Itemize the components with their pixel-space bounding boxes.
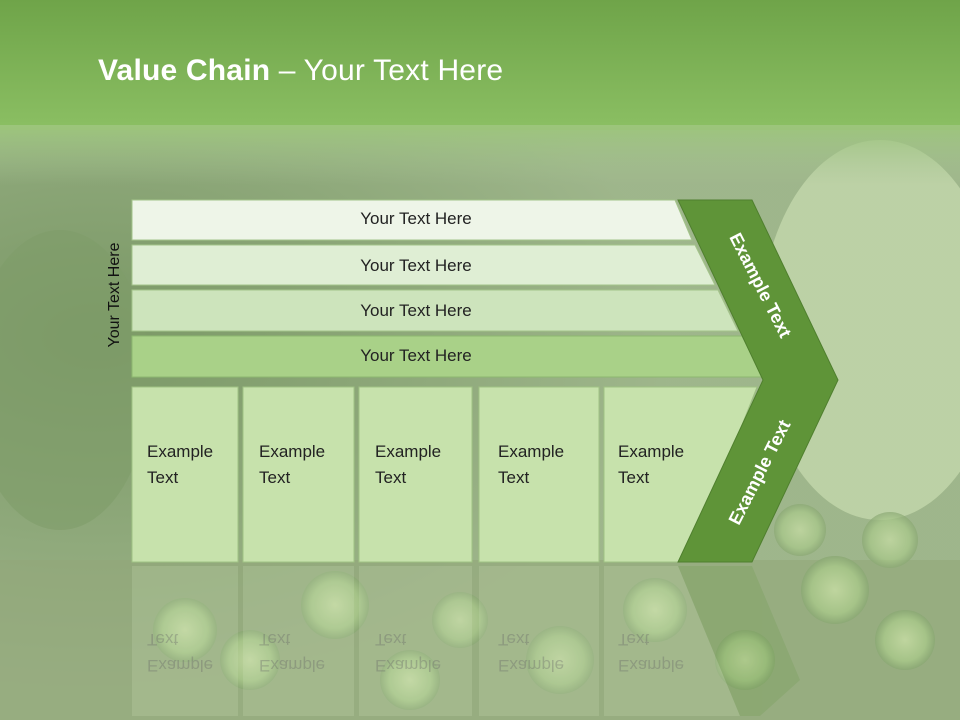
cell-line1: Example	[147, 442, 214, 461]
cell-line2: Text	[259, 468, 291, 487]
cell-line2: Text	[375, 468, 407, 487]
refl-line2: Text	[618, 630, 650, 649]
refl-line2: Text	[375, 630, 407, 649]
refl-line1: Example	[259, 656, 326, 675]
refl-line1: Example	[147, 656, 214, 675]
refl-line1: Example	[375, 656, 442, 675]
cell-line2: Text	[498, 468, 530, 487]
row-bar-3	[131, 289, 739, 332]
reflection-text-1: Example Text	[147, 626, 213, 678]
refl-line2: Text	[147, 630, 179, 649]
cell-line1: Example	[375, 442, 442, 461]
title-rest: – Your Text Here	[270, 54, 504, 87]
row-label-3: Your Text Here	[360, 301, 472, 320]
cell-text-5: Example Text	[618, 439, 684, 491]
row-label-4: Your Text Here	[360, 346, 472, 365]
cell-text-3: Example Text	[375, 439, 441, 491]
cell-box-4	[478, 386, 600, 563]
cell-text-1: Example Text	[147, 439, 213, 491]
row-bar-2	[131, 244, 716, 286]
cell-line2: Text	[618, 468, 650, 487]
cell-text-4: Example Text	[498, 439, 564, 491]
side-label: Your Text Here	[106, 242, 123, 348]
row-bar-1	[131, 199, 693, 241]
reflection-text-4: Example Text	[498, 626, 564, 678]
reflection	[132, 566, 800, 716]
refl-line2: Text	[259, 630, 291, 649]
cell-line2: Text	[147, 468, 179, 487]
cell-text-2: Example Text	[259, 439, 325, 491]
refl-line1: Example	[498, 656, 565, 675]
reflection-text-2: Example Text	[259, 626, 325, 678]
slide-title: Value Chain – Your Text Here	[98, 54, 503, 88]
chevron-arrow	[677, 199, 839, 563]
refl-line2: Text	[498, 630, 530, 649]
title-bold: Value Chain	[98, 54, 271, 87]
row-label-1: Your Text Here	[360, 209, 472, 228]
cell-box-2	[242, 386, 355, 563]
cell-line1: Example	[498, 442, 565, 461]
reflection-text-5: Example Text	[618, 626, 684, 678]
cell-line1: Example	[259, 442, 326, 461]
row-label-2: Your Text Here	[360, 256, 472, 275]
refl-line1: Example	[618, 656, 685, 675]
cell-box-1	[131, 386, 239, 563]
cell-box-3	[358, 386, 473, 563]
cell-line1: Example	[618, 442, 685, 461]
reflection-text-3: Example Text	[375, 626, 441, 678]
